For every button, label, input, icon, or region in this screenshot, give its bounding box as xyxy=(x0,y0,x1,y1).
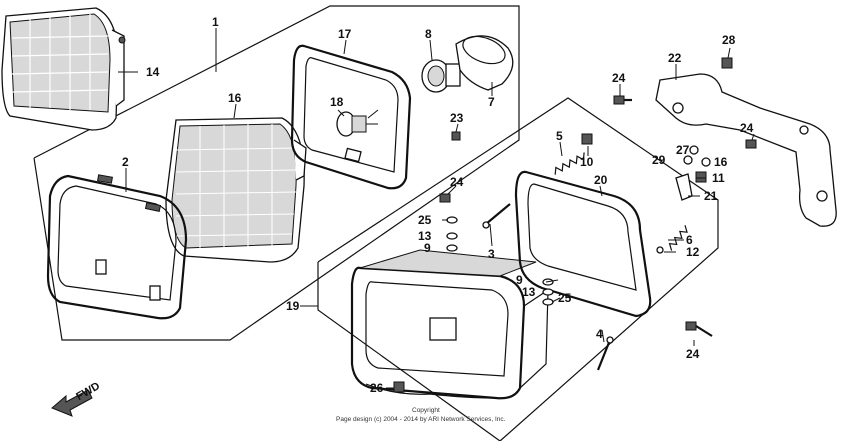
callout-19: 19 xyxy=(286,299,300,313)
nut-part-28 xyxy=(721,57,733,69)
callout-12: 12 xyxy=(686,245,700,259)
nut-part-11 xyxy=(695,171,707,183)
sealed-beam-part-16 xyxy=(165,117,307,263)
washer-part-13-b xyxy=(542,288,554,296)
callout-16-b: 16 xyxy=(714,155,728,169)
callout-9-a: 9 xyxy=(424,241,431,255)
spring-part-6 xyxy=(668,225,688,251)
callout-13-b: 13 xyxy=(522,285,536,299)
mounting-ring-part-17 xyxy=(290,44,412,190)
callout-6: 6 xyxy=(686,233,693,247)
copyright-line-2: Page design (c) 2004 - 2014 by ARI Netwo… xyxy=(336,416,506,423)
callout-23: 23 xyxy=(450,111,464,125)
washer-part-9-a xyxy=(446,244,458,252)
washer-part-25-a xyxy=(446,216,458,224)
washer-part-25-b xyxy=(542,298,554,306)
callout-27: 27 xyxy=(676,143,690,157)
callout-16-a: 16 xyxy=(228,91,242,105)
socket-part-8 xyxy=(421,59,461,93)
bolt-part-24-a xyxy=(613,95,632,105)
callout-10: 10 xyxy=(580,155,594,169)
copyright-line-1: Copyright xyxy=(412,407,440,414)
screw-part-4 xyxy=(596,336,614,371)
grommet-part-29 xyxy=(683,155,693,165)
callout-21: 21 xyxy=(704,189,718,203)
bolt-part-24-c xyxy=(439,193,451,203)
screw-part-3 xyxy=(482,203,511,229)
callout-9-b: 9 xyxy=(516,273,523,287)
callout-24-c: 24 xyxy=(450,175,464,189)
callout-18: 18 xyxy=(330,95,344,109)
assembly-1-boundary xyxy=(33,5,520,341)
bolt-part-24-b xyxy=(745,139,757,149)
fwd-arrow-icon: FWD xyxy=(51,380,102,417)
callout-8: 8 xyxy=(425,27,432,41)
callout-24-b: 24 xyxy=(740,121,754,135)
callout-5: 5 xyxy=(556,129,563,143)
callout-26: 26 xyxy=(370,381,384,395)
callout-11: 11 xyxy=(712,171,725,185)
inner-frame-part-20 xyxy=(514,170,652,318)
stay-bracket-part-22 xyxy=(655,73,837,227)
assembly-19-boundary xyxy=(317,97,719,441)
sealed-beam-part-14 xyxy=(1,7,126,131)
callout-28: 28 xyxy=(722,33,736,47)
callout-13-a: 13 xyxy=(418,229,432,243)
callout-29: 29 xyxy=(652,153,666,167)
callout-25-b: 25 xyxy=(558,291,572,305)
callout-labels: 1 2 3 4 5 6 7 8 9 9 10 11 12 13 13 14 16… xyxy=(122,15,754,395)
dust-cover-part-7 xyxy=(455,35,514,91)
callout-7: 7 xyxy=(488,95,495,109)
bolt-part-23 xyxy=(451,131,461,141)
spring-part-5 xyxy=(554,152,585,175)
callout-24-d: 24 xyxy=(686,347,700,361)
bolt-part-24-d xyxy=(685,321,713,337)
nut-part-12 xyxy=(656,246,664,254)
washer-part-13-a xyxy=(446,232,458,240)
callout-1: 1 xyxy=(212,15,219,29)
callout-22: 22 xyxy=(668,51,682,65)
nut-part-10 xyxy=(581,133,593,145)
collar-part-16-b xyxy=(701,157,711,167)
headlight-case-part-19 xyxy=(350,249,549,400)
leader-lines xyxy=(118,28,755,389)
callout-24-a: 24 xyxy=(612,71,626,85)
callout-3: 3 xyxy=(488,247,495,261)
grommet-part-27 xyxy=(689,145,699,155)
bulb-part-18 xyxy=(336,109,379,137)
callout-2: 2 xyxy=(122,155,129,169)
callout-20: 20 xyxy=(594,173,608,187)
screw-part-26 xyxy=(393,381,405,393)
callout-17: 17 xyxy=(338,27,352,41)
callout-14: 14 xyxy=(146,65,160,79)
callout-25-a: 25 xyxy=(418,213,432,227)
callout-4: 4 xyxy=(596,327,603,341)
rim-part-2 xyxy=(46,174,188,320)
